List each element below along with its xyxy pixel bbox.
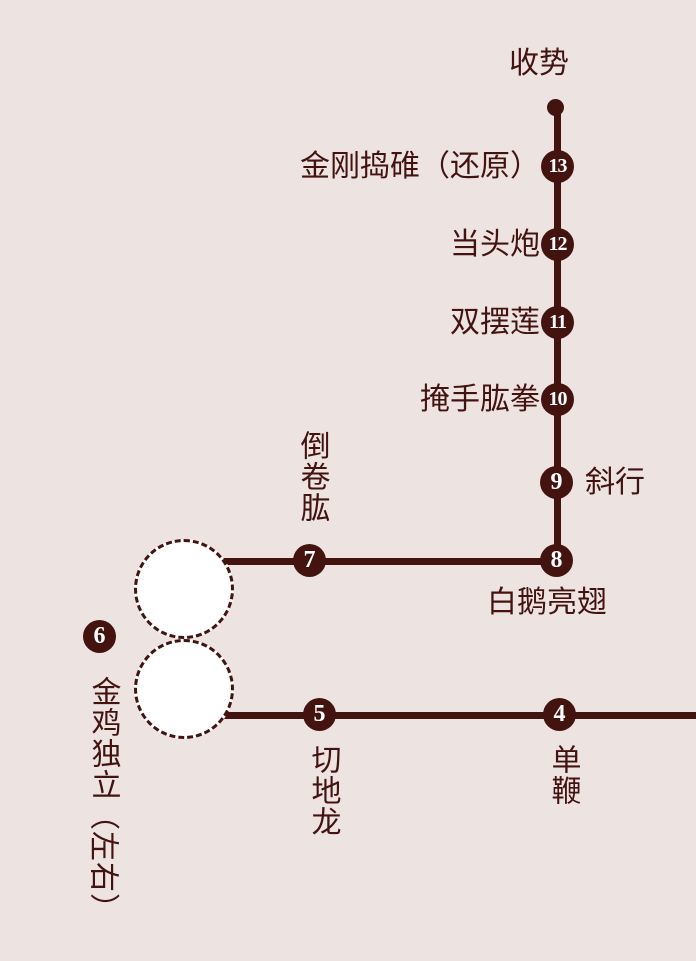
figure-placeholder-lower bbox=[134, 639, 234, 739]
node-9-number: 9 bbox=[550, 469, 563, 495]
node-13-number: 13 bbox=[548, 155, 568, 177]
node-6-number: 6 bbox=[93, 623, 106, 649]
label-node-4: 单鞭 bbox=[546, 744, 580, 806]
node-4-number: 4 bbox=[553, 701, 566, 727]
node-12-number: 12 bbox=[548, 233, 568, 255]
node-12: 12 bbox=[541, 228, 574, 261]
node-13: 13 bbox=[541, 150, 574, 183]
route-line-lower-horizontal bbox=[184, 712, 696, 719]
node-8: 8 bbox=[540, 544, 573, 577]
node-10-number: 10 bbox=[548, 388, 568, 410]
node-7-number: 7 bbox=[303, 547, 316, 573]
label-node-8: 白鹅亮翅 bbox=[487, 586, 607, 619]
node-6: 6 bbox=[83, 620, 116, 653]
node-4: 4 bbox=[543, 698, 576, 731]
label-node-6-suffix: （左右） bbox=[86, 800, 120, 924]
label-node-7: 倒卷肱 bbox=[295, 430, 329, 523]
route-line-upper-horizontal bbox=[184, 558, 557, 565]
node-7: 7 bbox=[293, 544, 326, 577]
label-node-9: 斜行 bbox=[585, 466, 645, 499]
label-node-13: 金刚捣碓（还原） bbox=[300, 150, 540, 183]
label-node-5: 切地龙 bbox=[306, 744, 340, 837]
node-10: 10 bbox=[541, 383, 574, 416]
terminus-dot bbox=[547, 99, 564, 116]
node-5-number: 5 bbox=[313, 701, 326, 727]
node-11: 11 bbox=[541, 306, 574, 339]
node-11-number: 11 bbox=[549, 311, 567, 333]
terminus-label: 收势 bbox=[509, 47, 569, 80]
label-node-12: 当头炮 bbox=[450, 228, 540, 261]
node-8-number: 8 bbox=[550, 547, 563, 573]
label-node-10: 掩手肱拳 bbox=[420, 383, 540, 416]
label-node-6-main: 金鸡独立 bbox=[86, 676, 120, 800]
figure-placeholder-upper bbox=[134, 539, 234, 639]
node-5: 5 bbox=[303, 698, 336, 731]
label-node-11: 双摆莲 bbox=[450, 306, 540, 339]
label-node-6: 金鸡独立（左右） bbox=[85, 676, 120, 924]
node-9: 9 bbox=[540, 466, 573, 499]
